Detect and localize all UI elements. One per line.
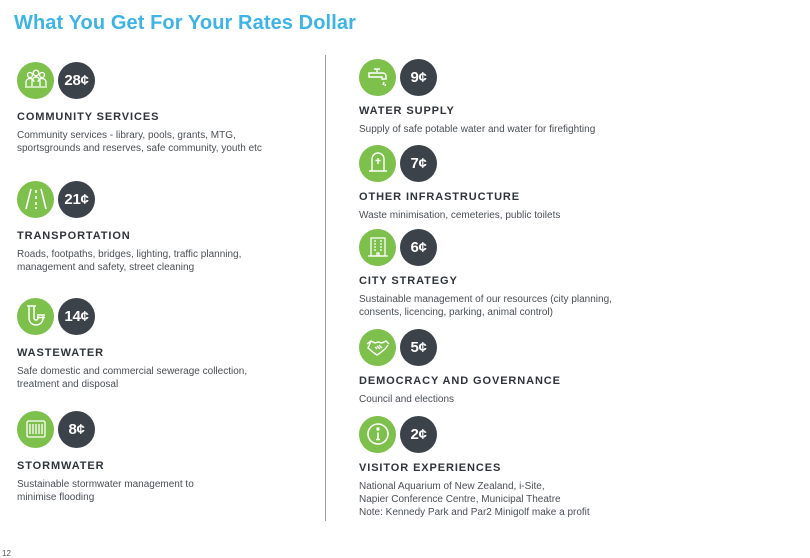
item-heading: WASTEWATER	[17, 347, 105, 359]
amount-badge: 8¢	[58, 410, 95, 448]
item-wastewater: 14¢ WASTEWATER Safe domestic and commerc…	[17, 297, 247, 391]
item-heading: OTHER INFRASTRUCTURE	[359, 191, 520, 203]
info-icon	[359, 415, 396, 453]
item-other-infrastructure: 7¢ OTHER INFRASTRUCTURE Waste minimisati…	[359, 144, 560, 222]
item-description: Sustainable management of our resources …	[359, 294, 612, 318]
item-heading: STORMWATER	[17, 460, 105, 472]
page-number: 12	[2, 549, 11, 558]
item-transportation: 21¢ TRANSPORTATION Roads, footpaths, bri…	[17, 180, 241, 274]
drain-grate-icon	[17, 410, 54, 448]
item-community-services: 28¢ COMMUNITY SERVICES Community service…	[17, 61, 262, 155]
item-description: National Aquarium of New Zealand, i-Site…	[359, 481, 590, 518]
pipe-icon	[17, 297, 54, 335]
amount-badge: 5¢	[400, 328, 437, 366]
item-description: Supply of safe potable water and water f…	[359, 124, 596, 135]
item-visitor-experiences: 2¢ VISITOR EXPERIENCES National Aquarium…	[359, 415, 590, 519]
column-divider	[325, 55, 326, 521]
road-icon	[17, 180, 54, 218]
item-description: Safe domestic and commercial sewerage co…	[17, 366, 248, 390]
amount-badge: 14¢	[58, 297, 95, 335]
water-tap-icon	[359, 58, 396, 96]
handshake-icon	[359, 328, 396, 366]
amount-badge: 2¢	[400, 415, 437, 453]
amount-badge: 21¢	[58, 180, 95, 218]
item-city-strategy: 6¢ CITY STRATEGY Sustainable management …	[359, 228, 612, 319]
item-water-supply: 9¢ WATER SUPPLY Supply of safe potable w…	[359, 58, 595, 136]
amount-badge: 28¢	[58, 61, 95, 99]
amount-badge: 6¢	[400, 228, 437, 266]
item-heading: VISITOR EXPERIENCES	[359, 462, 502, 474]
item-description: Roads, footpaths, bridges, lighting, tra…	[17, 249, 242, 273]
item-stormwater: 8¢ STORMWATER Sustainable stormwater man…	[17, 410, 194, 504]
headstone-icon	[359, 144, 396, 182]
item-description: Waste minimisation, cemeteries, public t…	[359, 210, 561, 221]
item-description: Council and elections	[359, 394, 455, 405]
page-title: What You Get For Your Rates Dollar	[14, 12, 356, 34]
amount-badge: 9¢	[400, 58, 437, 96]
community-icon	[17, 61, 54, 99]
item-description: Sustainable stormwater management to min…	[17, 479, 194, 503]
item-heading: TRANSPORTATION	[17, 230, 131, 242]
item-heading: COMMUNITY SERVICES	[17, 111, 160, 123]
item-heading: CITY STRATEGY	[359, 275, 458, 287]
item-heading: DEMOCRACY AND GOVERNANCE	[359, 375, 561, 387]
item-democracy-governance: 5¢ DEMOCRACY AND GOVERNANCE Council and …	[359, 328, 561, 406]
amount-badge: 7¢	[400, 144, 437, 182]
item-heading: WATER SUPPLY	[359, 105, 455, 117]
building-icon	[359, 228, 396, 266]
item-description: Community services - library, pools, gra…	[17, 130, 262, 154]
